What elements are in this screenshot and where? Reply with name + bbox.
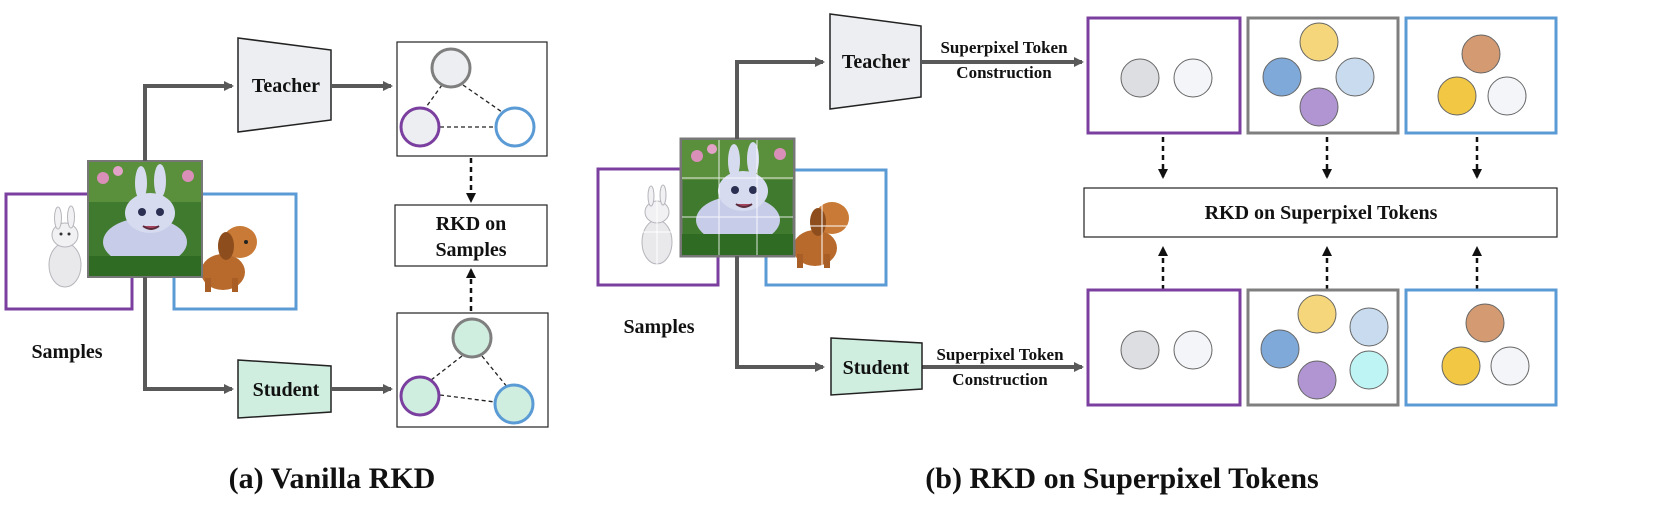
student-token-cyan (1349, 350, 1389, 390)
student-node-purple (399, 375, 441, 417)
student-model-a (237, 359, 332, 419)
teacher-label-b: Teacher (842, 51, 910, 73)
student-node-blue (493, 383, 535, 425)
white-rabbit-image-b (640, 184, 680, 268)
connectors-b (735, 57, 1084, 372)
student-label-b: Student (843, 357, 910, 379)
student-relation-box (396, 312, 549, 428)
rkd-superpixel-box: RKD on Superpixel Tokens (1083, 187, 1558, 238)
student-token-gold (1441, 346, 1481, 386)
student-construction-line2: Construction (952, 370, 1048, 389)
teacher-node-blue (494, 106, 536, 148)
student-token-light-blue (1349, 307, 1389, 347)
student-construction-line1: Superpixel Token (936, 345, 1064, 364)
teacher-node-purple (399, 106, 441, 148)
student-token-white (1173, 330, 1213, 370)
teacher-token-white (1173, 58, 1213, 98)
white-rabbit-image (48, 205, 82, 288)
rkd-superpixel-label: RKD on Superpixel Tokens (1205, 202, 1438, 224)
teacher-token-gold (1437, 76, 1477, 116)
student-token-brown (1465, 303, 1505, 343)
dashed-arrows-teacher-b (1158, 137, 1482, 179)
caption-a: (a) Vanilla RKD (229, 462, 436, 495)
student-model-b (830, 337, 923, 396)
student-token-boxes (1086, 288, 1558, 407)
panel-a: Samples Teacher Student RKD on (4, 37, 549, 495)
teacher-token-brown (1461, 34, 1501, 74)
rkd-samples-label-line2: Samples (435, 239, 506, 261)
sample-images-a (4, 160, 298, 311)
rkd-samples-box: RKD on Samples (394, 204, 548, 267)
teacher-token-box-purple (1086, 16, 1242, 135)
student-token-purple (1297, 360, 1337, 400)
caption-b: (b) RKD on Superpixel Tokens (925, 462, 1318, 495)
teacher-token-light-gray (1120, 58, 1160, 98)
teacher-construction-line1: Superpixel Token (940, 38, 1068, 57)
teacher-relation-box (396, 41, 548, 157)
cartoon-rabbit-image (87, 160, 203, 278)
student-node-gray (451, 317, 493, 359)
cartoon-rabbit-image-b (679, 137, 796, 258)
connectors-a (143, 81, 393, 394)
student-token-yellow (1297, 294, 1337, 334)
sample-images-b (596, 137, 888, 287)
teacher-token-white-2 (1487, 76, 1527, 116)
student-token-box-purple (1086, 288, 1242, 407)
teacher-construction-line2: Construction (956, 63, 1052, 82)
student-token-blue (1260, 329, 1300, 369)
puppy-image (201, 226, 257, 292)
rkd-samples-label-line1: RKD on (436, 213, 507, 235)
teacher-label-a: Teacher (252, 75, 320, 97)
student-token-white-2 (1490, 346, 1530, 386)
student-label-a: Student (253, 379, 320, 401)
teacher-token-blue (1262, 57, 1302, 97)
dashed-arrows-student-b (1158, 246, 1482, 290)
teacher-model-a (237, 37, 332, 133)
teacher-token-yellow (1299, 22, 1339, 62)
puppy-image-b (790, 196, 860, 270)
samples-label-b: Samples (623, 316, 694, 338)
samples-label-a: Samples (31, 341, 102, 363)
teacher-node-gray (430, 47, 472, 89)
teacher-token-boxes (1086, 16, 1558, 135)
teacher-model-b (829, 13, 922, 110)
student-token-light-gray (1120, 330, 1160, 370)
teacher-token-purple (1299, 87, 1339, 127)
panel-b: Samples Teacher Student Superpixel Token… (596, 13, 1558, 495)
teacher-token-light-blue (1335, 57, 1375, 97)
